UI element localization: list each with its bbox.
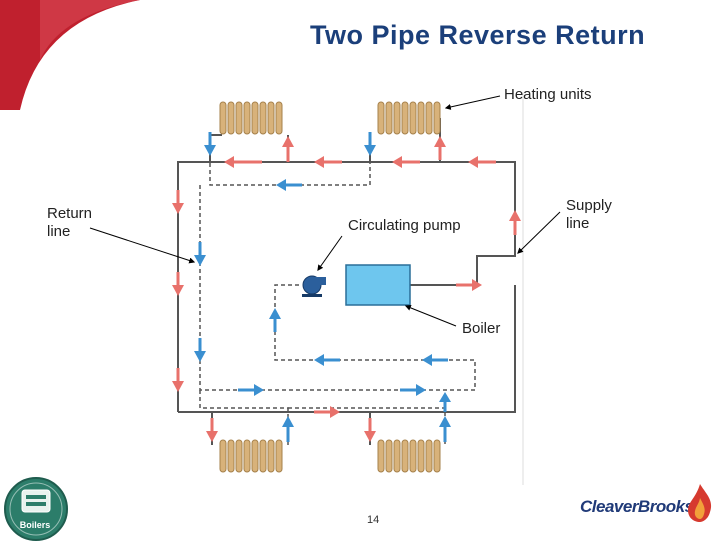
arrow-blue-left-1	[276, 179, 302, 191]
circulating-pump-label: Circulating pump	[348, 217, 461, 234]
arrow-red-down-3	[172, 368, 184, 392]
arrow-blue-down-3	[194, 242, 206, 266]
arrow-blue-left-3	[422, 354, 448, 366]
arrow-red-left-2	[314, 156, 342, 168]
arrow-blue-up-1	[269, 308, 281, 332]
arrow-blue-right-2	[400, 384, 426, 396]
flame-icon	[688, 484, 712, 522]
supply-arrows	[172, 136, 521, 442]
page-number: 14	[367, 514, 380, 526]
corner-accent	[0, 0, 140, 110]
return-line-label: Return line	[47, 205, 93, 240]
arrow-red-down-4	[206, 418, 218, 442]
circulating-pump-icon	[302, 275, 326, 297]
arrow-blue-up-3	[439, 416, 451, 442]
arrow-blue-up-4	[439, 392, 451, 412]
slide-title: Two Pipe Reverse Return	[310, 20, 646, 50]
arrow-red-left-1	[224, 156, 262, 168]
brand-logo: CleaverBrooks	[580, 497, 694, 516]
arrow-red-right-1	[456, 279, 482, 291]
return-arrows	[194, 132, 451, 442]
radiator-top-left	[219, 101, 283, 135]
boiler-label: Boiler	[462, 320, 501, 337]
arrow-red-up-2	[434, 136, 446, 160]
arrow-red-right-2	[314, 406, 340, 418]
arrow-red-down-2	[172, 272, 184, 296]
arrow-red-up-3	[509, 210, 521, 235]
boilers-badge-icon	[4, 477, 68, 541]
arrow-red-down-1	[172, 190, 184, 214]
arrow-red-left-4	[468, 156, 496, 168]
badge-label: Boilers	[19, 520, 51, 530]
boiler	[345, 264, 411, 306]
arrow-red-left-3	[392, 156, 420, 168]
arrow-blue-up-2	[282, 416, 294, 442]
arrow-blue-down-2	[364, 132, 376, 156]
arrow-blue-down-1	[204, 132, 216, 156]
leader-lines	[89, 95, 561, 327]
return-piping	[199, 135, 476, 445]
radiator-top-right	[377, 101, 441, 135]
radiator-bottom-left	[219, 439, 283, 473]
arrow-blue-right-1	[238, 384, 264, 396]
arrow-red-up-1	[282, 136, 294, 162]
supply-line-label: Supply line	[566, 197, 612, 232]
arrow-red-down-5	[364, 418, 376, 442]
radiator-bottom-right	[377, 439, 441, 473]
arrow-blue-down-4	[194, 338, 206, 362]
arrow-blue-left-2	[314, 354, 340, 366]
heating-units-label: Heating units	[504, 86, 592, 103]
